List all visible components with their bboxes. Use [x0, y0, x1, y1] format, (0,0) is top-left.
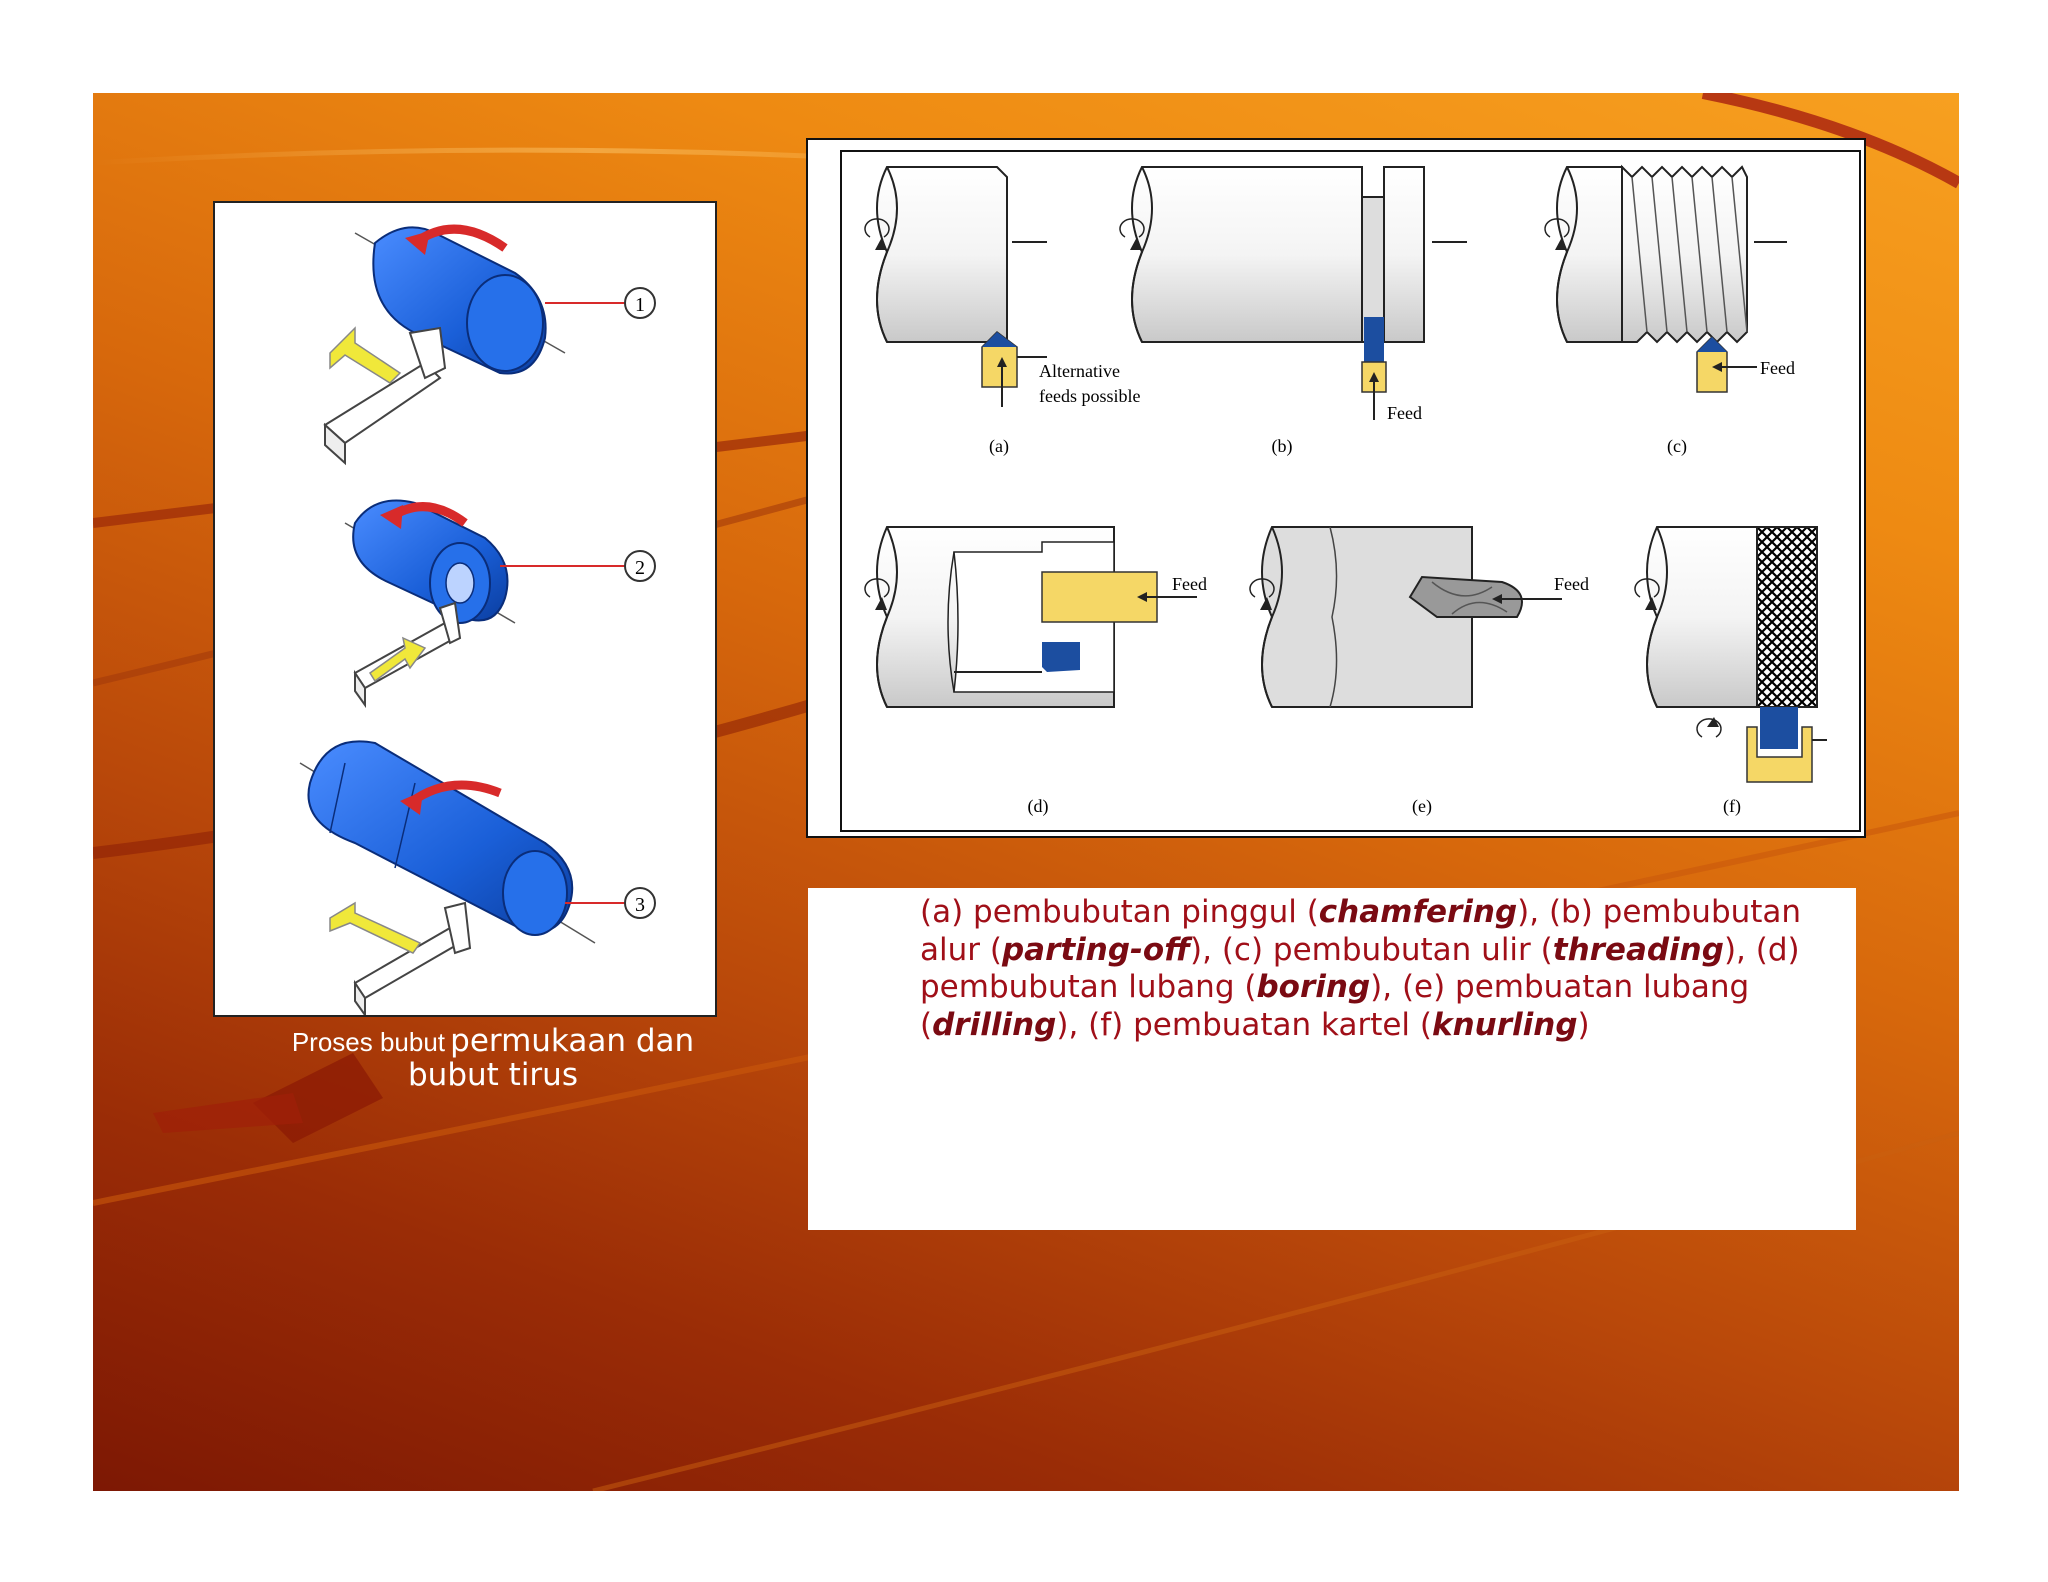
operation-1-illustration: 1	[323, 224, 656, 466]
feed-label-c: Feed	[1760, 358, 1795, 378]
label-f: (f)	[1723, 796, 1741, 817]
operation-3-illustration: 3	[299, 740, 656, 1019]
lathe-operations-diagram-panel: Alternative feeds possible (a)	[806, 138, 1866, 838]
caption-d-term: boring	[1256, 969, 1371, 1005]
diagram-c-threading: Feed (c)	[1544, 164, 1795, 457]
caption-f-prefix: ), (f) pembuatan kartel (	[1056, 1006, 1432, 1043]
feed-label-d: Feed	[1172, 574, 1207, 594]
caption-c-term: threading	[1552, 931, 1724, 968]
caption-b-prefix: ), (b) pembubutan alur (	[920, 894, 1802, 968]
diagram-d-boring: Feed (d)	[864, 526, 1207, 817]
caption-e-term: drilling	[932, 1006, 1057, 1043]
operations-diagram-svg: Alternative feeds possible (a)	[864, 164, 1827, 817]
callout-1: 1	[635, 294, 645, 316]
caption-b-term: parting-off	[1001, 931, 1191, 968]
operation-2-illustration: 2	[344, 499, 656, 709]
caption-big-text: permukaan dan	[450, 1023, 695, 1059]
lathe-operations-illustration: 1 2	[299, 224, 656, 1019]
diagram-a-chamfering: Alternative feeds possible (a)	[864, 166, 1140, 457]
lathe-operations-figure: 1 2	[213, 201, 717, 1019]
diagram-f-knurling: (f)	[1634, 526, 1827, 817]
left-figure-caption: Proses bubut permukaan dan bubut tirus	[233, 1023, 753, 1093]
label-e: (e)	[1412, 796, 1432, 817]
feed-label-b: Feed	[1387, 403, 1422, 423]
slide: 1 2	[93, 93, 1959, 1491]
description-text: (a) pembubutan pinggul (chamfering), (b)…	[920, 894, 1820, 1044]
diagram-e-drilling: Feed (e)	[1249, 526, 1589, 817]
feed-label-e: Feed	[1554, 574, 1589, 594]
caption-a-term: chamfering	[1318, 894, 1518, 930]
caption-end: )	[1577, 1006, 1590, 1043]
callout-2: 2	[635, 557, 645, 579]
caption-c-prefix: ), (c) pembubutan ulir (	[1190, 931, 1553, 968]
caption-small-text: Proses bubut	[291, 1027, 446, 1057]
label-c: (c)	[1667, 436, 1687, 457]
label-d: (d)	[1028, 796, 1049, 817]
description-box: (a) pembubutan pinggul (chamfering), (b)…	[808, 888, 1856, 1230]
callout-3: 3	[635, 894, 645, 916]
caption-a-prefix: (a) pembubutan pinggul (	[920, 894, 1319, 930]
caption-d-prefix: ), (d) pembubutan lubang (	[920, 931, 1800, 1006]
caption-f-term: knurling	[1431, 1006, 1578, 1043]
caption-e-prefix: ), (e) pembuatan lubang (	[920, 969, 1750, 1043]
label-b: (b)	[1272, 436, 1293, 457]
label-a: (a)	[989, 436, 1009, 457]
diagram-b-parting-off: Feed (b)	[1119, 166, 1467, 457]
lathe-operations-diagram: Alternative feeds possible (a)	[840, 150, 1861, 832]
caption-line-2: bubut tirus	[408, 1057, 578, 1093]
alt-feed-label-1: Alternative	[1039, 361, 1120, 381]
alt-feed-label-2: feeds possible	[1039, 386, 1140, 406]
